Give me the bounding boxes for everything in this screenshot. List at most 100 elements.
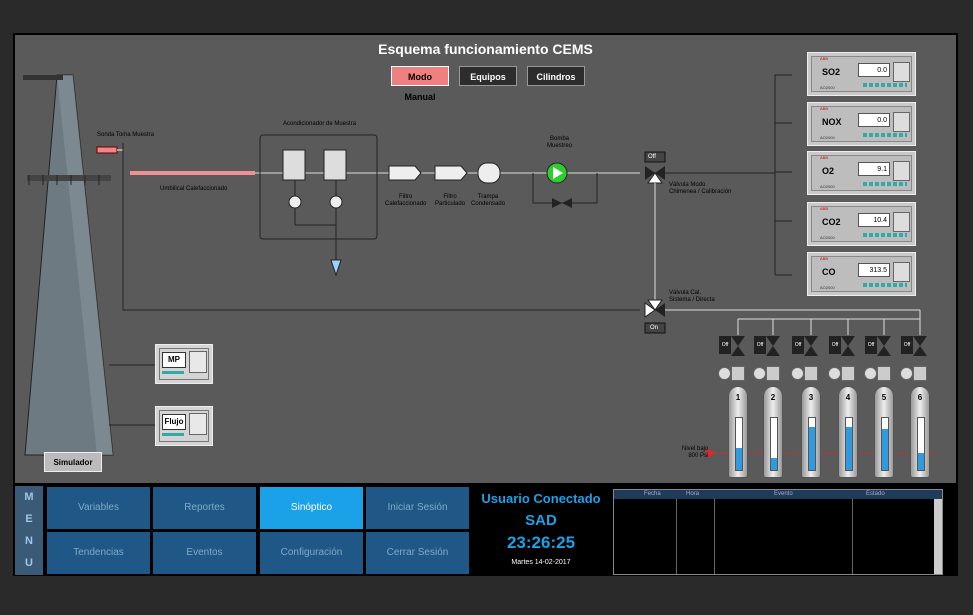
cylinder-body: 3 [801,386,821,478]
keypad-icon [893,212,910,232]
regulator-body [766,366,780,381]
regulator-icon [753,367,766,380]
level-track [845,417,853,471]
meter-led [162,433,184,436]
cylinder-valve-state[interactable]: Off [865,336,877,354]
cylinder-valve-state[interactable]: Off [792,336,804,354]
cylinder-valve-state[interactable]: Off [754,336,766,354]
brand-logo: ABB [820,206,829,211]
user-heading: Usuario Conectado [481,491,601,506]
meter-flujo[interactable]: Flujo [155,406,213,446]
meter-mp[interactable]: MP [155,344,213,384]
model-label: AO2000 [820,285,835,290]
level-track [881,417,889,471]
valve-icon [766,336,780,356]
process-diagram [23,74,935,458]
nav-reportes[interactable]: Reportes [153,487,256,529]
col-fecha: Fecha [644,491,661,497]
level-fill [918,453,924,470]
valve-icon [731,336,745,356]
led-row [863,283,907,287]
gas-label: NOX [822,117,842,127]
cylinder-body: 6 [910,386,930,478]
manual-mode-button[interactable]: Modo Manual [391,66,449,102]
meter-led [162,371,184,374]
filtro-part-label: Filtro Particulado [435,194,466,207]
gas-value: 0.0 [858,63,890,77]
valve-top-state[interactable]: Off [648,154,656,160]
regulator-body [804,366,818,381]
brand-logo: ABB [820,256,829,261]
regulator-icon [828,367,841,380]
nivel-label: Nivel bajo 800 Psi [682,446,709,459]
nav-iniciar-sesi-n[interactable]: Iniciar Sesión [366,487,469,529]
valve-icon [877,336,891,356]
level-fill [736,448,742,470]
cylinder-body: 4 [838,386,858,478]
led-row [863,133,907,137]
event-table[interactable]: Fecha Hora Evento Estado [613,489,943,575]
gas-label: SO2 [822,67,841,77]
cylinder-number: 3 [808,393,814,402]
led-row [863,182,907,186]
meter-label: Flujo [162,414,186,430]
valvula-cal-label: Válvula Cal. Sistema / Directa [669,290,715,303]
keypad-icon [189,413,207,435]
brand-logo: ABB [820,155,829,160]
valve-bottom-state[interactable]: On [650,325,659,331]
cilindros-button[interactable]: Cilindros [527,66,585,86]
cylinder-valve-state[interactable]: Off [901,336,913,354]
event-table-header: Fecha Hora Evento Estado [614,490,942,499]
regulator-icon [900,367,913,380]
event-scrollbar[interactable] [934,499,942,574]
regulator-icon [718,367,731,380]
keypad-icon [893,112,910,132]
keypad-icon [893,161,910,181]
nav-configuraci-n[interactable]: Configuración [260,532,363,574]
nav-tendencias[interactable]: Tendencias [47,532,150,574]
cylinder-body: 5 [874,386,894,478]
user-name: SAD [525,512,557,529]
nav-eventos[interactable]: Eventos [153,532,256,574]
gas-label: CO2 [822,217,841,227]
model-label: AO2000 [820,135,835,140]
gas-label: O2 [822,166,835,176]
cylinder-valve-state[interactable]: Off [829,336,841,354]
nav-sin-ptico[interactable]: Sinóptico [260,487,363,529]
valve-icon [841,336,855,356]
equipos-button[interactable]: Equipos [459,66,517,86]
cylinder-body: 1 [728,386,748,478]
valvula-modo-label: Válvula Modo Chimenea / Calibración [669,182,732,195]
nav-cerrar-sesi-n[interactable]: Cerrar Sesión [366,532,469,574]
page-title: Esquema funcionamiento CEMS [378,41,593,57]
level-fill [771,458,777,470]
cylinder-number: 6 [917,393,923,402]
nav-variables[interactable]: Variables [47,487,150,529]
filtro-cal-label: Filtro Calefaccionado [385,194,427,207]
cylinder-body: 2 [763,386,783,478]
keypad-icon [893,62,910,82]
led-row [863,83,907,87]
clock: 23:26:25 [506,533,576,552]
valve-icon [804,336,818,356]
sonda-label: Sonda Toma Muestra [97,132,154,138]
umbilical-label: Umbilical Calefaccionado [160,186,228,192]
menu-letter: M [24,491,34,503]
cylinder-valve-state[interactable]: Off [719,336,731,354]
gas-value: 10.4 [858,213,890,227]
trampa-label: Trampa Condensado [471,194,506,207]
model-label: AO2000 [820,184,835,189]
menu-letter: N [25,535,33,547]
acondicionador-label: Acondicionador de Muestra [283,121,357,127]
regulator-body [841,366,855,381]
model-label: AO2000 [820,235,835,240]
simulador-button[interactable]: Simulador [44,452,102,472]
brand-logo: ABB [820,56,829,61]
level-fill [882,429,888,470]
